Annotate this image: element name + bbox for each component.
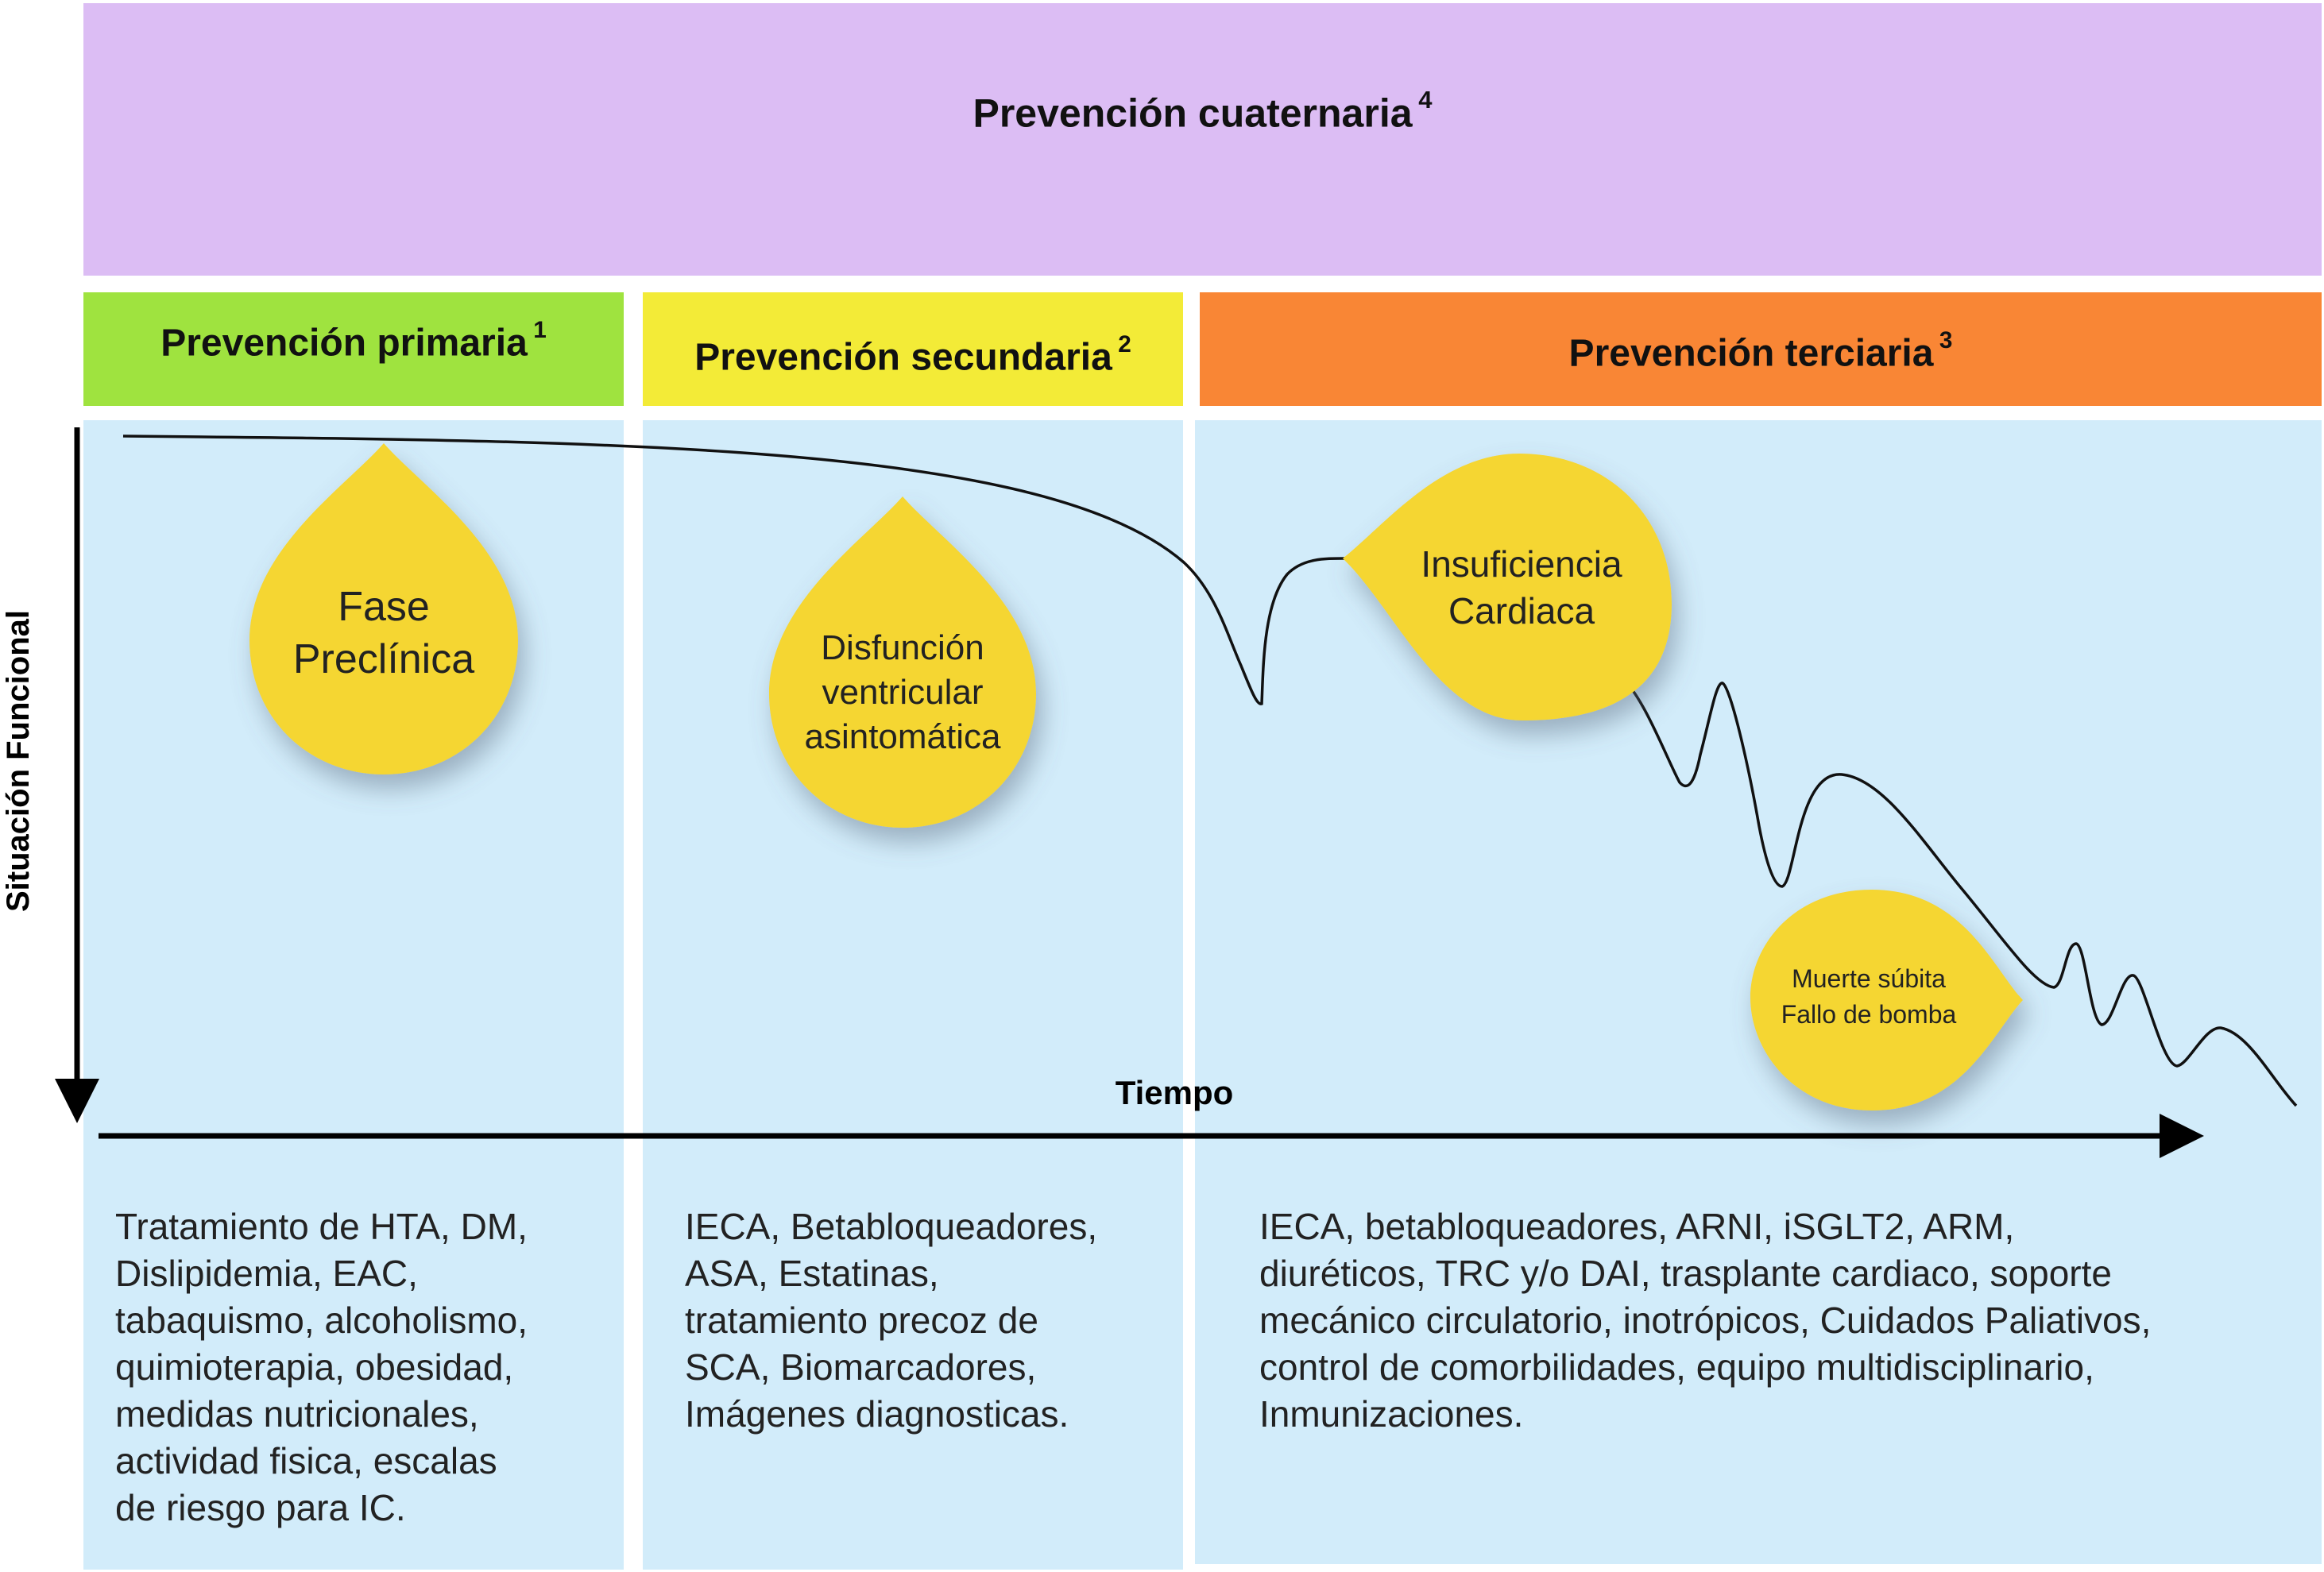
- tertiary-intervention-line: Inmunizaciones.: [1259, 1393, 1524, 1435]
- sudden-death-label-line-1: Muerte súbita: [1792, 964, 1946, 993]
- secondary-intervention-line: SCA, Biomarcadores,: [685, 1346, 1037, 1388]
- primary-intervention-line: medidas nutricionales,: [115, 1393, 479, 1435]
- quaternary-prevention-note: 4: [1418, 86, 1433, 114]
- quaternary-prevention-label: Prevención cuaternaria: [973, 91, 1413, 136]
- tertiary-intervention-line: IECA, betabloqueadores, ARNI, iSGLT2, AR…: [1259, 1206, 2015, 1247]
- heart-failure-label-line-1: Insuficiencia: [1421, 543, 1622, 585]
- sudden-death-drop: [1750, 890, 2023, 1110]
- preclinical-stage-label-line-2: Preclínica: [293, 636, 474, 682]
- tertiary-interventions: IECA, betabloqueadores, ARNI, iSGLT2, AR…: [1259, 1203, 2151, 1438]
- primary-intervention-line: Dislipidemia, EAC,: [115, 1253, 418, 1294]
- tertiary-intervention-line: mecánico circulatorio, inotrópicos, Cuid…: [1259, 1300, 2152, 1341]
- secondary-intervention-line: tratamiento precoz de: [685, 1300, 1038, 1341]
- heart-failure-drop: [1343, 454, 1672, 720]
- asymptomatic-dysfunction-label-line-2: ventricular: [822, 673, 984, 712]
- primary-intervention-line: quimioterapia, obesidad,: [115, 1346, 514, 1388]
- secondary-intervention-line: ASA, Estatinas,: [685, 1253, 939, 1294]
- asymptomatic-dysfunction-drop: [769, 496, 1036, 828]
- primary-prevention-note: 1: [533, 317, 547, 343]
- primary-intervention-line: de riesgo para IC.: [115, 1487, 406, 1528]
- tertiary-intervention-line: diuréticos, TRC y/o DAI, trasplante card…: [1259, 1253, 2112, 1294]
- secondary-intervention-line: Imágenes diagnosticas.: [685, 1393, 1069, 1435]
- primary-intervention-line: actividad fisica, escalas: [115, 1440, 497, 1481]
- heart-failure-label-line-2: Cardiaca: [1448, 590, 1595, 632]
- primary-intervention-line: tabaquismo, alcoholismo,: [115, 1300, 528, 1341]
- primary-intervention-line: Tratamiento de HTA, DM,: [115, 1206, 528, 1247]
- secondary-interventions: IECA, Betabloqueadores, ASA, Estatinas, …: [685, 1203, 1097, 1438]
- secondary-prevention-note: 2: [1118, 331, 1131, 357]
- tertiary-prevention-label: Prevención terciaria: [1568, 332, 1934, 375]
- preclinical-stage-drop: [249, 443, 518, 774]
- secondary-prevention-label: Prevención secundaria: [694, 336, 1112, 379]
- primary-prevention-label: Prevención primaria: [160, 322, 528, 365]
- asymptomatic-dysfunction-label-line-3: asintomática: [804, 717, 1001, 756]
- primary-prevention-band: [83, 292, 624, 406]
- secondary-intervention-line: IECA, Betabloqueadores,: [685, 1206, 1098, 1247]
- primary-interventions: Tratamiento de HTA, DM, Dislipidemia, EA…: [115, 1203, 528, 1531]
- preclinical-stage-label-line-1: Fase: [338, 584, 430, 630]
- functional-status-curve: [122, 435, 2298, 1107]
- quaternary-prevention-band: [83, 3, 2322, 276]
- sudden-death-label-line-2: Fallo de bomba: [1781, 1000, 1957, 1029]
- secondary-prevention-band: [643, 292, 1183, 406]
- x-axis-label: Tiempo: [1116, 1074, 1234, 1111]
- tertiary-intervention-line: control de comorbilidades, equipo multid…: [1259, 1346, 2094, 1388]
- tertiary-prevention-note: 3: [1939, 327, 1953, 353]
- tertiary-prevention-band: [1200, 292, 2322, 406]
- asymptomatic-dysfunction-label-line-1: Disfunción: [821, 628, 984, 667]
- y-axis-label: Situación Funcional: [1, 610, 36, 912]
